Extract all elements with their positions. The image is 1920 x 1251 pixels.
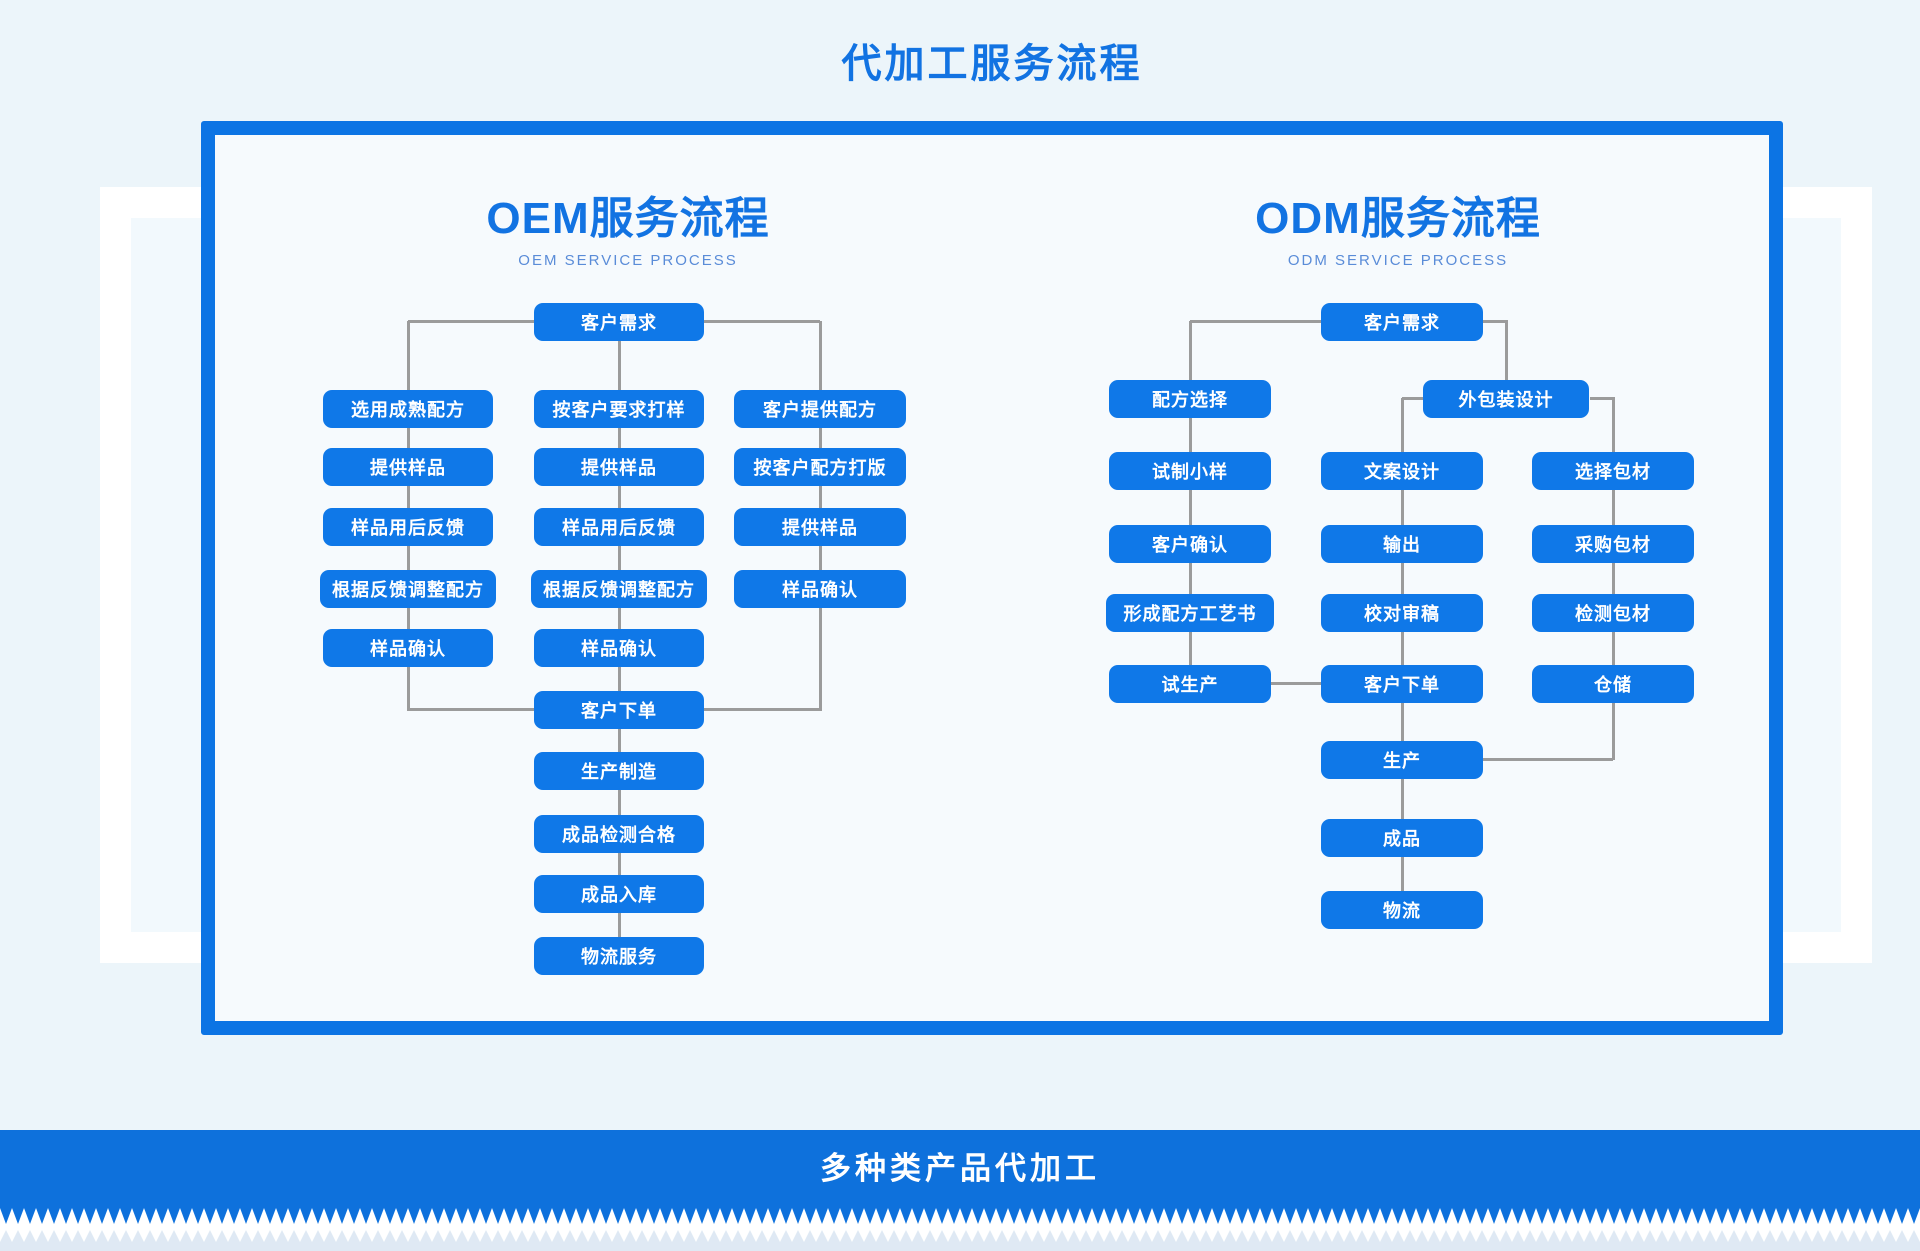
connector-line xyxy=(1271,682,1322,685)
connector-line xyxy=(819,428,822,711)
flow-node-odm-finished: 成品 xyxy=(1321,819,1483,857)
connector-line xyxy=(1401,398,1404,454)
oem-section-title: OEM服务流程 xyxy=(486,194,770,243)
bottom-banner-label: 多种类产品代加工 xyxy=(820,1151,1100,1186)
zigzag-strip-teeth xyxy=(0,1230,1920,1242)
flow-node-odm-proofread: 校对审稿 xyxy=(1321,594,1483,632)
flow-node-oem-produce: 生产制造 xyxy=(534,752,704,790)
connector-line xyxy=(407,321,410,392)
flow-node-odm-recipe-select: 配方选择 xyxy=(1109,380,1271,418)
flow-node-oem-feedback2: 样品用后反馈 xyxy=(534,508,704,546)
flow-node-odm-material-test: 检测包材 xyxy=(1532,594,1694,632)
flow-node-oem-adjust2: 根据反馈调整配方 xyxy=(531,570,707,608)
flow-node-oem-proof: 按客户配方打版 xyxy=(734,448,906,486)
flow-node-oem-sample1: 提供样品 xyxy=(323,448,493,486)
flow-node-odm-logistics: 物流 xyxy=(1321,891,1483,929)
flow-node-oem-confirm1: 样品确认 xyxy=(323,629,493,667)
zigzag-blue-teeth xyxy=(0,1208,1920,1224)
connector-line xyxy=(1402,397,1424,400)
flow-node-oem-sample3: 提供样品 xyxy=(734,508,906,546)
flow-node-oem-mature: 选用成熟配方 xyxy=(323,390,493,428)
flow-node-oem-inspect: 成品检测合格 xyxy=(534,815,704,853)
flow-node-odm-storage: 仓储 xyxy=(1532,665,1694,703)
connector-line xyxy=(703,708,820,711)
flow-node-oem-need: 客户需求 xyxy=(534,303,704,341)
flow-node-odm-material-buy: 采购包材 xyxy=(1532,525,1694,563)
flow-node-oem-logistics: 物流服务 xyxy=(534,937,704,975)
flow-node-oem-recipe: 客户提供配方 xyxy=(734,390,906,428)
flow-node-oem-sample2: 提供样品 xyxy=(534,448,704,486)
connector-line xyxy=(703,320,820,323)
flow-node-oem-warehouse: 成品入库 xyxy=(534,875,704,913)
flow-node-odm-copywriting: 文案设计 xyxy=(1321,452,1483,490)
connector-line xyxy=(408,320,535,323)
flow-node-odm-need: 客户需求 xyxy=(1321,303,1483,341)
page-title: 代加工服务流程 xyxy=(841,42,1143,86)
connector-line xyxy=(1505,321,1508,382)
flow-node-odm-craftbook: 形成配方工艺书 xyxy=(1106,594,1274,632)
oem-section-subtitle: OEM SERVICE PROCESS xyxy=(518,252,738,269)
flow-node-odm-pilot: 试生产 xyxy=(1109,665,1271,703)
flow-node-odm-material-select: 选择包材 xyxy=(1532,452,1694,490)
bottom-banner: 多种类产品代加工 xyxy=(0,1130,1920,1208)
connector-line xyxy=(1612,398,1615,454)
flow-node-odm-confirm: 客户确认 xyxy=(1109,525,1271,563)
flow-node-oem-feedback1: 样品用后反馈 xyxy=(323,508,493,546)
flow-node-oem-confirm3: 样品确认 xyxy=(734,570,906,608)
odm-section-title: ODM服务流程 xyxy=(1255,194,1541,243)
flow-node-odm-order: 客户下单 xyxy=(1321,665,1483,703)
flow-node-odm-package-design: 外包装设计 xyxy=(1423,380,1589,418)
oem-section-header: OEM服务流程 OEM SERVICE PROCESS xyxy=(378,194,878,269)
connector-line xyxy=(407,428,410,711)
connector-line xyxy=(1483,758,1613,761)
flow-node-odm-trial: 试制小样 xyxy=(1109,452,1271,490)
connector-line xyxy=(1189,321,1192,382)
odm-section-subtitle: ODM SERVICE PROCESS xyxy=(1287,252,1509,269)
flow-node-oem-confirm2: 样品确认 xyxy=(534,629,704,667)
connector-line xyxy=(1590,397,1615,400)
connector-line xyxy=(408,708,535,711)
flow-node-oem-proto: 按客户要求打样 xyxy=(534,390,704,428)
connector-line xyxy=(819,321,822,392)
flow-node-odm-production: 生产 xyxy=(1321,741,1483,779)
connector-line xyxy=(1190,320,1322,323)
flow-node-oem-order: 客户下单 xyxy=(534,691,704,729)
connector-line xyxy=(1482,320,1508,323)
odm-section-header: ODM服务流程 ODM SERVICE PROCESS xyxy=(1148,194,1648,269)
flow-node-oem-adjust1: 根据反馈调整配方 xyxy=(320,570,496,608)
flow-node-odm-output: 输出 xyxy=(1321,525,1483,563)
